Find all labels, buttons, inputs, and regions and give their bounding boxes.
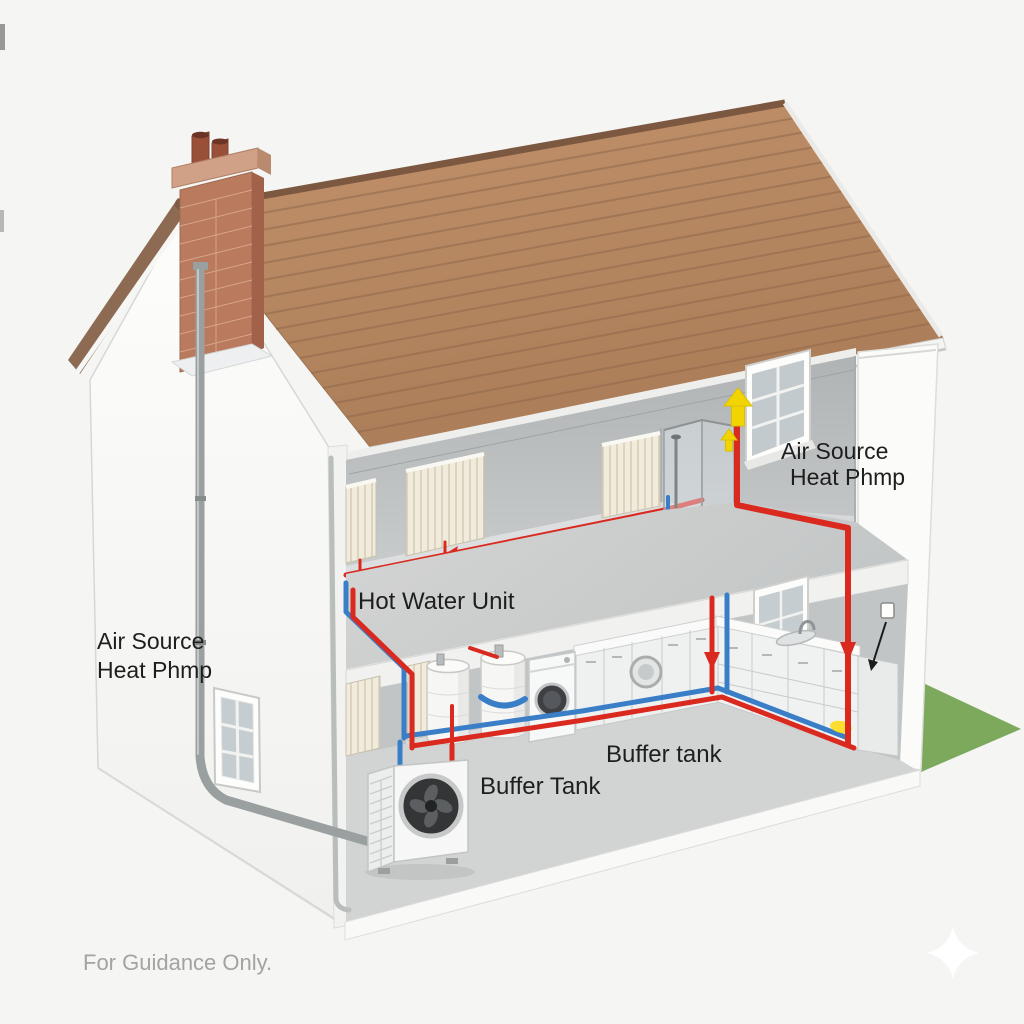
chimney (170, 131, 274, 377)
heat-pump-fan (398, 773, 464, 839)
label-buffer-tank-2: Buffer tank (606, 741, 723, 768)
label-heat-pump-left-line2: Heat Phmp (97, 657, 212, 683)
sparkle-watermark-icon (927, 927, 979, 979)
ridge-cap (182, 99, 786, 214)
label-hot-water-unit: Hot Water Unit (358, 588, 515, 615)
radiator (345, 478, 377, 564)
yellow-flow-arrow-small (720, 428, 738, 452)
pipe-hot-red (350, 587, 415, 751)
washing-machine (528, 651, 576, 743)
gable-window (212, 686, 262, 794)
heat-pump-outdoor-unit (365, 739, 475, 880)
cabinet-end-panel (857, 655, 899, 757)
left-fascia (73, 214, 189, 376)
annotation-arrow (872, 621, 887, 664)
foundation-strip (344, 769, 921, 941)
washer-knob (564, 657, 570, 663)
radiator (345, 675, 381, 757)
left-descent-pipes (343, 580, 415, 751)
unit-shadow (365, 864, 475, 880)
tank-pipe-stubs (450, 646, 499, 746)
radiator (601, 431, 661, 519)
label-heat-pump-right-line1: Air Source (781, 438, 888, 464)
label-buffer-tank-1: Buffer Tank (480, 773, 602, 800)
downpipe-collar (195, 496, 206, 501)
buffer-tank-cold-loop (478, 694, 528, 709)
edge-artifact (0, 210, 4, 232)
hot-riser-and-arrows (720, 387, 856, 747)
left-bargeboard (68, 198, 190, 374)
tank-fitting (436, 653, 445, 666)
unit-foot (446, 858, 458, 864)
red-flow-arrow-down (704, 652, 720, 670)
downpipe-collar (195, 640, 206, 645)
yellow-flow-arrow-large (722, 387, 754, 427)
corner-rain-downpipe (328, 455, 352, 913)
kitchen-sink (775, 620, 817, 647)
right-bargeboard (782, 101, 944, 338)
roof-tile-lines (194, 117, 934, 433)
ground-floor-interior (345, 574, 920, 928)
label-heat-pump-right-line2: Heat Phmp (790, 464, 905, 490)
edge-artifact (0, 24, 5, 50)
pipe-cold-blue (403, 685, 851, 741)
chimney-body-side (252, 172, 264, 354)
pipe-hot-red (409, 694, 857, 751)
hot-water-cylinder (426, 653, 470, 745)
unit-foot (378, 868, 390, 874)
buffer-tank-cylinder (480, 644, 526, 739)
shower-head (671, 434, 681, 440)
left-gable-wall (89, 211, 346, 927)
annotation (868, 602, 895, 671)
rain-downpipe (195, 263, 375, 847)
wall-control-box (880, 602, 895, 619)
pipe-hot-red-riser (734, 422, 851, 747)
chimney-cap-side (258, 148, 271, 175)
radiator (405, 452, 485, 557)
window-sill (744, 440, 816, 470)
exterior-plumbing (193, 262, 375, 913)
faucet (798, 620, 816, 635)
grass-patch (921, 682, 1021, 772)
skirting (346, 502, 660, 574)
label-disclaimer: For Guidance Only. (83, 950, 272, 975)
fan-hub (425, 800, 437, 812)
ground-floor-surface (346, 694, 920, 928)
label-heat-pump-left-line1: Air Source (97, 628, 204, 654)
labels: Air Source Heat Phmp Air Source Heat Phm… (83, 438, 905, 975)
bedroom-window (744, 348, 816, 470)
dishwasher-door-inner (638, 664, 654, 680)
annotation-arrow-head (868, 659, 878, 671)
red-flow-arrow-down (840, 642, 856, 662)
